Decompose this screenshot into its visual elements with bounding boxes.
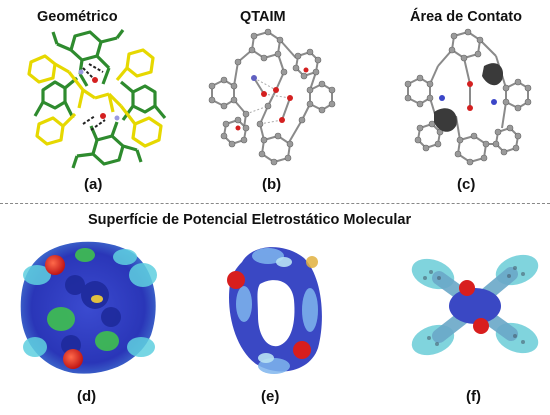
geometric-molecule [27, 29, 167, 169]
label-a: (a) [84, 176, 103, 193]
label-e: (e) [261, 388, 280, 405]
panel-esp-f [405, 248, 545, 363]
title-qtaim: QTAIM [240, 9, 286, 25]
panel-qtaim [198, 28, 348, 173]
title-geometric: Geométrico [37, 9, 118, 25]
title-contact-area: Área de Contato [410, 9, 522, 25]
section-divider [0, 203, 550, 204]
qtaim-molecule [208, 28, 336, 166]
label-b: (b) [262, 176, 282, 193]
section-title: Superfície de Potencial Eletrostático Mo… [88, 212, 412, 228]
panel-esp-e [222, 240, 332, 380]
contact-area-molecule [404, 28, 532, 166]
contact-surface-lower [434, 108, 457, 132]
label-c: (c) [457, 176, 476, 193]
esp-surface-e [227, 247, 322, 374]
label-d: (d) [77, 388, 97, 405]
label-f: (f) [466, 388, 481, 405]
panel-esp-d [15, 235, 165, 380]
esp-surface-f [411, 254, 539, 356]
panel-contact-area [398, 28, 543, 173]
panel-geometric [25, 28, 175, 173]
esp-surface-d [20, 241, 157, 374]
contact-surface-upper [482, 63, 504, 86]
